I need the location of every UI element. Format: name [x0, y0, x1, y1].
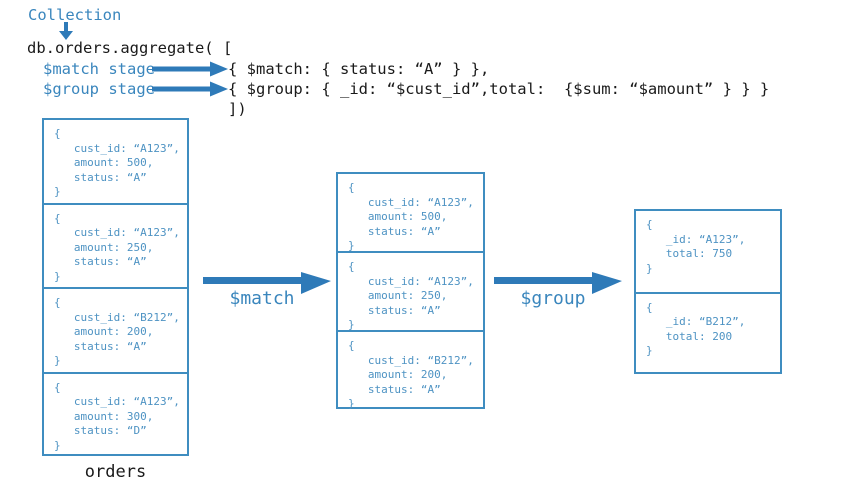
list-item: { cust_id: “A123”, amount: 500, status: … — [338, 174, 483, 253]
collection-down-arrow-icon — [59, 22, 73, 40]
collection-label: Collection — [28, 6, 122, 24]
code-line-aggregate: db.orders.aggregate( [ — [27, 39, 233, 57]
code-line-group-stage: { $group: { _id: “$cust_id”,total: {$sum… — [228, 80, 770, 98]
group-pipeline-arrow-icon — [494, 272, 622, 294]
list-item: { cust_id: “B212”, amount: 200, status: … — [44, 289, 187, 374]
list-item: { cust_id: “A123”, amount: 250, status: … — [44, 205, 187, 289]
orders-collection-column: { cust_id: “A123”, amount: 500, status: … — [42, 118, 189, 456]
code-line-close: ]) — [228, 100, 247, 118]
list-item: { _id: “A123”, total: 750 } — [636, 211, 780, 294]
grouped-results-column: { _id: “A123”, total: 750 } { _id: “B212… — [634, 209, 782, 374]
list-item: { cust_id: “A123”, amount: 500, status: … — [44, 120, 187, 205]
match-stage-label: $match stage — [43, 60, 155, 78]
match-stage-arrow-icon — [152, 61, 228, 77]
list-item: { cust_id: “B212”, amount: 200, status: … — [348, 339, 474, 410]
group-stage-arrow-icon — [152, 81, 228, 97]
list-item: { cust_id: “A123”, amount: 300, status: … — [54, 380, 180, 452]
list-item: { cust_id: “A123”, amount: 250, status: … — [338, 253, 483, 332]
matched-documents-column: { cust_id: “A123”, amount: 500, status: … — [336, 172, 485, 410]
orders-collection-caption: orders — [84, 462, 147, 482]
group-stage-label: $group stage — [43, 80, 155, 98]
match-pipeline-label: $match — [229, 288, 295, 309]
match-pipeline-arrow-icon — [203, 272, 331, 294]
code-line-match-stage: { $match: { status: “A” } }, — [228, 60, 490, 78]
group-pipeline-label: $group — [520, 288, 586, 309]
list-item: { _id: “B212”, total: 200 } — [646, 300, 746, 358]
